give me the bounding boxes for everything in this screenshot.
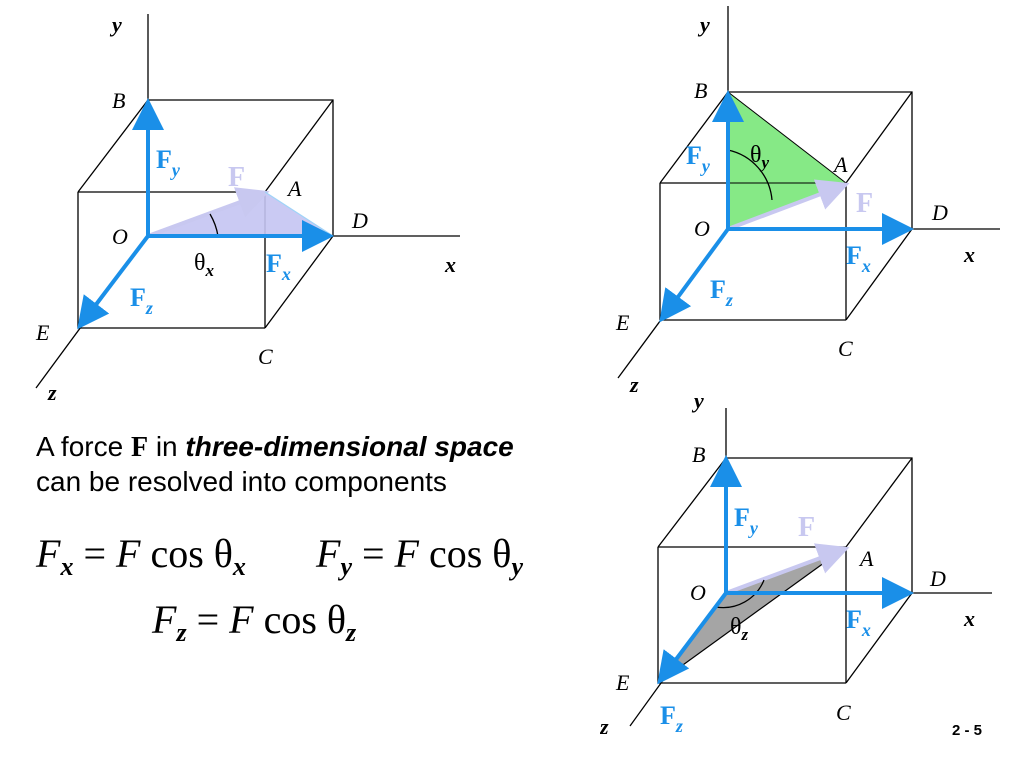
point-d-label: D — [351, 208, 368, 233]
point-o-label: O — [694, 216, 710, 241]
diagram-theta-x: y x z B O A D E C Fy Fx Fz F θx — [35, 12, 460, 405]
point-b-label: B — [694, 78, 707, 103]
equation-fx: Fx = F cos θx — [36, 531, 246, 581]
fx-label: Fx — [846, 241, 871, 276]
angle-arc — [715, 579, 765, 609]
fz-vector — [657, 591, 728, 685]
theta-y-label: θy — [750, 142, 770, 172]
point-a-label: A — [832, 152, 848, 177]
point-c-label: C — [838, 336, 853, 361]
fz-vector — [659, 227, 730, 323]
point-a-label: A — [858, 546, 874, 571]
equation-fy: Fy = F cos θy — [316, 531, 524, 581]
point-c-label: C — [836, 700, 851, 725]
axis-x-label: x — [963, 242, 975, 267]
point-d-label: D — [929, 566, 946, 591]
diagram-theta-z: y x z B O A D E C Fy Fx Fz F θz — [600, 388, 992, 739]
point-b-label: B — [112, 88, 125, 113]
resultant-force-vector — [727, 179, 850, 231]
point-e-label: E — [615, 670, 630, 695]
f-resultant-label: F — [228, 162, 245, 193]
point-b-label: B — [692, 442, 705, 467]
fz-label: Fz — [130, 283, 153, 318]
axis-y-label: y — [697, 12, 710, 37]
axis-z-label: z — [629, 372, 639, 397]
theta-x-label: θx — [194, 250, 215, 280]
fx-label: Fx — [846, 605, 871, 640]
f-resultant-label: F — [856, 188, 873, 219]
fy-label: Fy — [686, 141, 711, 176]
point-a-label: A — [286, 176, 302, 201]
equation-fz: Fz = F cos θz — [152, 597, 357, 647]
resultant-force-vector — [725, 543, 850, 595]
resultant-force-vector — [147, 187, 270, 238]
diagram-theta-y: y x z B O A D E C Fy Fx Fz F θy — [615, 6, 1000, 397]
point-e-label: E — [35, 320, 50, 345]
axis-y-label: y — [109, 12, 122, 37]
axis-y-label: y — [691, 388, 704, 413]
fz-label: Fz — [710, 275, 733, 310]
axis-z-label: z — [600, 714, 609, 739]
fy-label: Fy — [734, 503, 759, 538]
fx-label: Fx — [266, 249, 291, 284]
description-text: A force F in three-dimensional space can… — [36, 430, 514, 499]
point-d-label: D — [931, 200, 948, 225]
fz-label: Fz — [660, 701, 683, 736]
description-line-1: A force F in three-dimensional space — [36, 431, 514, 463]
f-resultant-label: F — [798, 512, 815, 543]
angle-arc — [727, 149, 773, 201]
point-c-label: C — [258, 344, 273, 369]
angle-triangle — [148, 192, 333, 236]
theta-z-label: θz — [730, 614, 749, 644]
fy-label: Fy — [156, 145, 181, 180]
fz-vector — [77, 234, 150, 330]
axis-x-label: x — [963, 606, 975, 631]
point-o-label: O — [690, 580, 706, 605]
page-number: 2 - 5 — [952, 722, 983, 739]
axis-x-label: x — [444, 252, 456, 277]
description-line-2: can be resolved into components — [36, 466, 447, 497]
angle-triangle — [728, 92, 846, 229]
point-e-label: E — [615, 310, 630, 335]
axis-z-label: z — [47, 380, 57, 405]
point-o-label: O — [112, 224, 128, 249]
